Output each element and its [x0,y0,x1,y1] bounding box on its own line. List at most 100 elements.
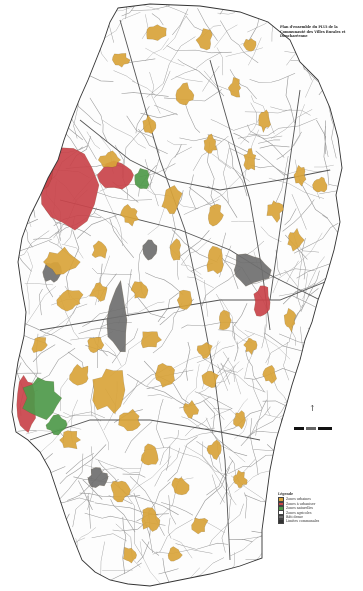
parcel-line [302,256,325,300]
parcel-line [298,179,329,219]
parcel-line [220,363,241,395]
urban-zone [195,28,213,51]
parcel-line [179,137,222,142]
parcel-line [12,461,35,489]
parcel-line [228,454,273,475]
parcel-line [291,330,296,346]
parcel-line [96,581,111,586]
parcel-line [268,550,322,586]
parcel-line [247,124,285,158]
parcel-line [266,390,271,417]
parcel-line [12,508,19,515]
urban-zone [142,114,157,134]
urban-zone [120,204,140,227]
parcel-line [70,23,108,28]
parcel-line [291,194,307,230]
urban-zone [169,238,181,261]
parcel-line [264,17,288,20]
parcel-line [126,373,189,408]
parcel-line [113,70,136,83]
urban-zone [175,82,195,105]
parcel-line [54,67,59,108]
parcel-line [192,135,229,171]
parcel-line [245,350,265,393]
parcel-line [25,426,82,435]
parcel-line [196,51,222,68]
parcel-line [322,214,342,250]
parcel-line [12,494,42,529]
parcel-line [32,344,56,363]
parcel-line [72,492,90,528]
scale-bar-segment [306,427,316,430]
map-title: Plan d'ensemble du PLUi de la Communauté… [280,25,346,39]
parcel-line [248,117,318,136]
parcel-line [216,145,231,169]
main-road [119,19,231,561]
parcel-line [326,98,337,159]
urban-zone [196,342,213,359]
parcel-line [37,62,63,89]
parcel-line [152,302,183,354]
parcel-line [324,85,342,96]
parcel-line [220,20,259,64]
urban-zone [283,307,297,333]
parcel-line [221,399,267,432]
parcel-line [250,95,275,135]
parcel-line [220,298,240,349]
parcel-line [2,544,10,575]
parcel-line [261,305,267,349]
parcel-line [172,8,189,36]
legend-swatch [278,506,284,511]
parcel-line [174,144,182,158]
parcel-line [327,390,342,419]
natural-zone [134,168,150,190]
parcel-line [56,510,66,548]
parcel-line [202,441,237,506]
parcel-line [110,499,136,533]
urban-zone [203,133,218,154]
legend-label: Limites communales [286,519,320,524]
parcel-line [204,280,209,317]
parcel-line [314,38,319,64]
legend-swatch [278,514,284,520]
parcel-line [126,269,132,317]
parcel-line [224,398,249,429]
parcel-line [194,391,233,410]
parcel-line [184,102,201,133]
parcel-line [198,583,263,586]
parcel-line [169,341,221,371]
parcel-line [88,495,91,529]
parcel-line [281,6,306,19]
parcel-line [84,512,151,528]
parcel-line [244,330,291,360]
parcel-line [183,198,220,215]
urban-zone [118,408,141,432]
parcel-line [319,183,342,195]
parcel-line [263,324,270,366]
parcel-line [146,36,196,98]
main-road [29,419,261,441]
parcel-line [12,84,21,99]
urban-zone [233,469,248,488]
parcel-line [144,159,159,207]
parcel-line [290,458,332,465]
parcel-line [60,62,68,92]
parcel-line [293,104,305,146]
urban-zone [206,439,222,460]
parcel-line [222,351,235,382]
parcel-line [311,368,314,398]
urban-zone [89,282,108,302]
parcel-line [217,364,229,391]
parcel-line [102,120,147,149]
parcel-line [97,308,113,369]
scale-bar [294,427,334,430]
parcel-line [59,50,68,82]
parcel-line [325,561,342,576]
parcel-line [70,27,77,65]
parcel-line [12,70,17,81]
parcel-line [33,230,60,240]
parcel-line [270,109,313,139]
parcel-line [139,541,161,584]
parcel-line [181,416,215,430]
urban-zone [293,164,307,187]
